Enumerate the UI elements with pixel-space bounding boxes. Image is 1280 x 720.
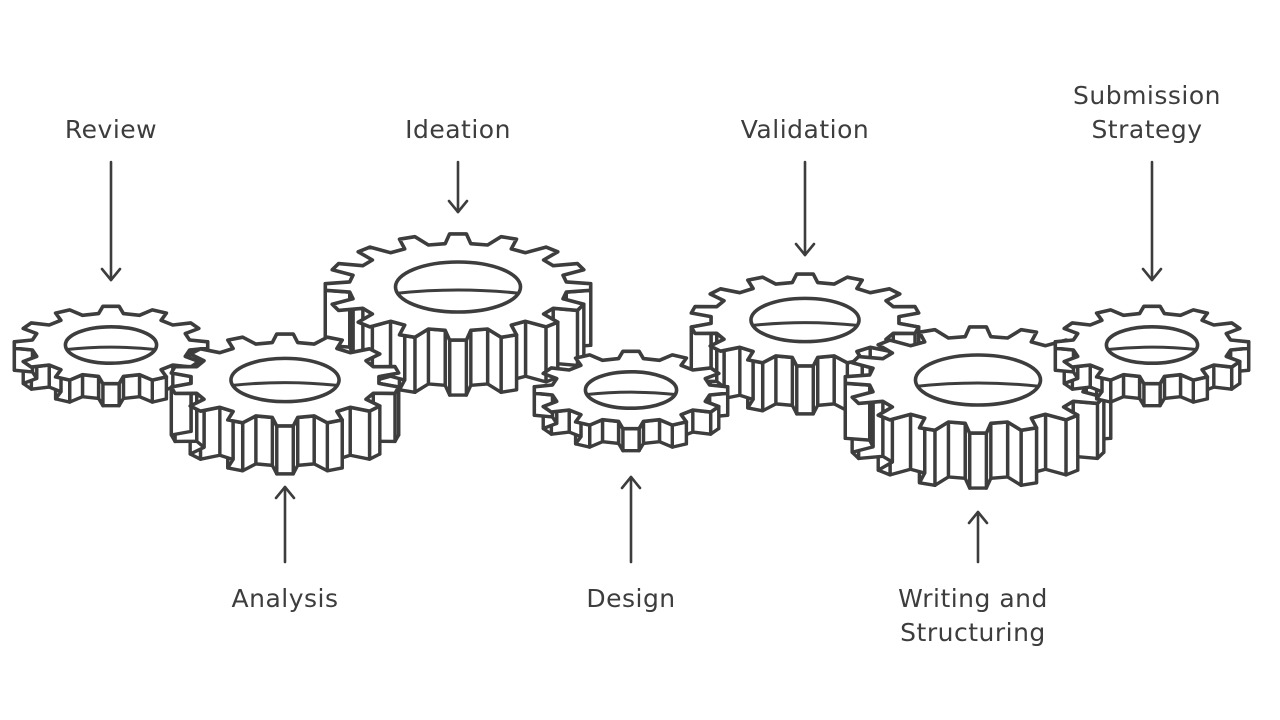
label-validation: Validation <box>740 115 870 144</box>
arrow-validation <box>794 160 816 257</box>
gear-design <box>532 349 730 453</box>
gear-review <box>12 304 210 408</box>
arrow-writing <box>967 510 989 564</box>
label-submission-strategy: Submission Strategy <box>1072 81 1222 144</box>
gear-submission <box>1053 304 1251 408</box>
label-analysis: Analysis <box>231 584 339 613</box>
label-review: Review <box>64 115 158 144</box>
gear-writing <box>843 325 1113 490</box>
arrow-review <box>100 160 122 282</box>
label-writing-and-structuring: Writing and Structuring <box>898 584 1048 647</box>
arrow-ideation <box>447 160 469 214</box>
arrow-submission <box>1141 160 1163 282</box>
label-design: Design <box>586 584 676 613</box>
arrow-design <box>620 475 642 564</box>
label-ideation: Ideation <box>405 115 511 144</box>
gear-analysis <box>169 332 401 476</box>
arrow-analysis <box>274 485 296 564</box>
